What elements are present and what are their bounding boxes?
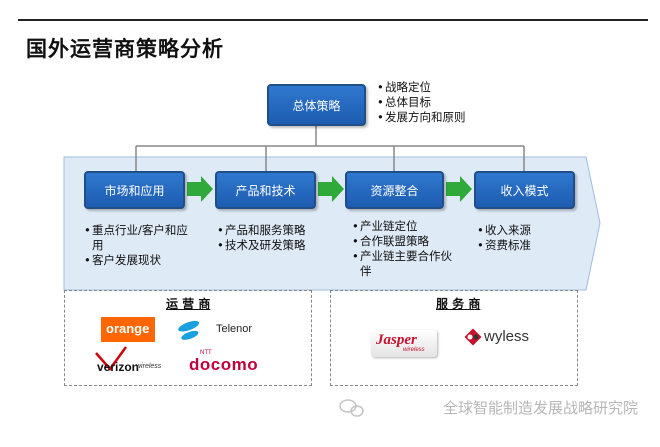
providers-panel (330, 290, 578, 386)
stage-bullets-product: 产品和服务策略 技术及研发策略 (217, 223, 335, 253)
verizon-wireless-text: wireless (136, 363, 162, 370)
verizon-logo-text: verizon (97, 360, 140, 374)
operators-panel (64, 290, 312, 386)
page-title: 国外运营商策略分析 (26, 37, 224, 61)
note-item: 总体目标 (377, 95, 466, 110)
stage-label: 产品和技术 (235, 183, 296, 198)
note-item: 战略定位 (377, 80, 466, 95)
stage-bullet: 资费标准 (477, 238, 577, 253)
stage-box-market: 市场和应用 (84, 171, 185, 209)
orange-logo-text: orange (106, 321, 150, 336)
jasper-logo: Jasper wireless (371, 330, 437, 357)
stage-label: 市场和应用 (104, 183, 165, 198)
stage-box-product: 产品和技术 (215, 171, 316, 209)
stage-bullets-market: 重点行业/客户和应用 客户发展现状 (84, 223, 196, 268)
title-rule (18, 19, 648, 21)
stage-bullets-revenue: 收入来源 资费标准 (477, 223, 577, 253)
flow-arrow-1 (187, 176, 213, 202)
stage-bullet: 产业链主要合作伙伴 (352, 249, 452, 279)
note-item: 发展方向和原则 (377, 110, 466, 125)
stage-bullet: 产品和服务策略 (217, 223, 335, 238)
operators-title: 运 营 商 (166, 297, 211, 311)
stage-label: 资源整合 (370, 183, 419, 198)
stage-bullet: 产业链定位 (352, 219, 452, 234)
overall-strategy-box: 总体策略 (267, 84, 366, 126)
flow-arrow-3 (446, 176, 472, 202)
wyless-logo-text: wyless (484, 328, 530, 345)
stage-bullet: 合作联盟策略 (352, 234, 452, 249)
stage-box-revenue: 收入模式 (474, 171, 575, 209)
telenor-logo-text: Telenor (216, 323, 253, 335)
jasper-logo-text: Jasper (376, 332, 417, 348)
overall-strategy-label: 总体策略 (292, 98, 341, 113)
providers-title: 服 务 商 (436, 297, 481, 311)
docomo-logo-text: docomo (189, 355, 259, 374)
ntt-logo-text: NTT (200, 350, 212, 356)
stage-bullets-resources: 产业链定位 合作联盟策略 产业链主要合作伙伴 (352, 219, 452, 279)
orange-logo: orange (101, 317, 155, 342)
jasper-wireless-text: wireless (403, 347, 425, 353)
stage-label: 收入模式 (500, 183, 549, 198)
stage-bullet: 收入来源 (477, 223, 577, 238)
stage-box-resources: 资源整合 (345, 171, 444, 209)
watermark-text: 全球智能制造发展战略研究院 (442, 399, 638, 417)
stage-bullet: 技术及研发策略 (217, 238, 335, 253)
stage-bullet: 重点行业/客户和应用 (84, 223, 196, 253)
flow-arrow-2 (318, 176, 344, 202)
stage-bullet: 客户发展现状 (84, 253, 196, 268)
overall-strategy-notes: 战略定位 总体目标 发展方向和原则 (377, 80, 466, 125)
